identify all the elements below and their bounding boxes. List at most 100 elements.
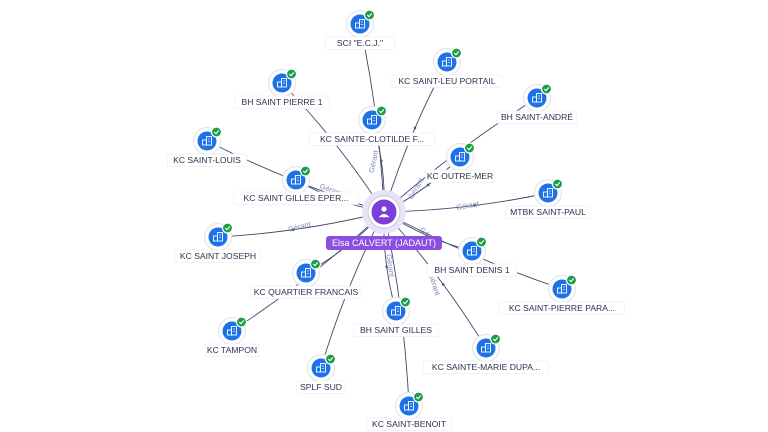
check-badge-icon	[551, 178, 564, 190]
check-mark-icon	[327, 357, 334, 362]
check-mark-icon	[402, 300, 409, 305]
check-mark-icon	[224, 226, 231, 231]
check-mark-icon	[415, 395, 422, 400]
node-label: KC SAINTE-CLOTILDE F...	[320, 134, 424, 144]
edge-arrow	[380, 159, 383, 163]
company-node-bh-saint-pierre-1[interactable]: BH SAINT PIERRE 1	[234, 68, 330, 109]
node-label: KC SAINTE-MARIE DUPA...	[432, 362, 540, 372]
node-label: KC TAMPON	[207, 345, 257, 355]
center-person-node[interactable]: Elsa CALVERT (JADAUT)	[326, 190, 442, 250]
node-label-box	[498, 301, 626, 315]
node-label: MTBK SAINT-PAUL	[510, 207, 586, 217]
node-label-box	[324, 36, 395, 50]
company-node-splf-sud[interactable]: SPLF SUD	[296, 353, 346, 394]
company-node-kc-saint-louis[interactable]: KC SAINT-LOUIS	[166, 126, 248, 167]
node-label-box	[505, 205, 591, 219]
node-label: KC SAINT-LEU PORTAIL	[398, 76, 495, 86]
node-label: KC QUARTIER FRANCAIS	[254, 287, 359, 297]
check-mark-icon	[366, 13, 373, 18]
node-label-box	[424, 169, 495, 183]
building-icon	[532, 93, 542, 103]
company-node-kc-saint-benoit[interactable]: KC SAINT-BENOIT	[366, 391, 452, 431]
building-icon	[481, 343, 491, 353]
check-badge-icon	[489, 333, 502, 345]
company-node-kc-saint-gilles-eper[interactable]: KC SAINT GILLES EPER...	[232, 165, 360, 205]
building-icon	[277, 78, 287, 88]
node-label: KC SAINT GILLES EPER...	[244, 193, 349, 203]
node-label-box	[204, 343, 260, 357]
check-badge-icon	[463, 142, 476, 154]
check-mark-icon	[302, 169, 309, 174]
edge-label: Gérant	[384, 254, 396, 279]
building-icon	[467, 246, 477, 256]
check-mark-icon	[213, 130, 220, 135]
building-icon	[355, 19, 365, 29]
node-label-box	[426, 263, 518, 277]
company-node-kc-saint-pierre-para[interactable]: KC SAINT-PIERRE PARA...	[498, 274, 626, 315]
company-node-bh-saint-gilles[interactable]: BH SAINT GILLES	[353, 296, 439, 337]
edge-arrow	[385, 265, 388, 269]
check-mark-icon	[478, 240, 485, 245]
check-badge-icon	[324, 353, 337, 365]
check-mark-icon	[238, 320, 245, 325]
building-icon	[391, 306, 401, 316]
node-label-box	[296, 380, 346, 394]
node-label: KC SAINT-BENOIT	[372, 419, 447, 429]
check-badge-icon	[221, 222, 234, 234]
node-label-box	[391, 74, 503, 88]
edge-label: Gérant	[287, 219, 312, 234]
node-label: SPLF SUD	[300, 382, 342, 392]
company-node-kc-sainte-marie-dupa[interactable]: KC SAINTE-MARIE DUPA...	[422, 333, 550, 374]
check-mark-icon	[543, 87, 550, 92]
building-icon	[455, 152, 465, 162]
check-badge-icon	[363, 9, 376, 21]
company-node-kc-sainte-clotilde[interactable]: KC SAINTE-CLOTILDE F...	[308, 105, 436, 146]
center-label-box	[326, 236, 442, 250]
building-icon	[213, 232, 223, 242]
node-label-box	[175, 249, 261, 263]
node-label-box	[496, 110, 578, 124]
edge-label: Gérant	[367, 148, 381, 173]
company-node-mtbk-saint-paul[interactable]: MTBK SAINT-PAUL	[505, 178, 591, 219]
building-icon	[202, 136, 212, 146]
person-icon	[378, 206, 390, 218]
company-node-bh-saint-andre[interactable]: BH SAINT-ANDRÉ	[496, 83, 578, 124]
building-icon	[291, 175, 301, 185]
company-node-kc-saint-leu-portail[interactable]: KC SAINT-LEU PORTAIL	[391, 47, 503, 88]
check-badge-icon	[475, 236, 488, 248]
node-label: KC SAINT-PIERRE PARA...	[509, 303, 615, 313]
node-label: BH SAINT PIERRE 1	[241, 97, 322, 107]
building-icon	[404, 401, 414, 411]
check-badge-icon	[450, 47, 463, 59]
check-badge-icon	[299, 165, 312, 177]
node-label-box	[250, 285, 362, 299]
center-label: Elsa CALVERT (JADAUT)	[332, 238, 436, 248]
company-node-kc-saint-joseph[interactable]: KC SAINT JOSEPH	[175, 222, 261, 263]
check-badge-icon	[412, 391, 425, 403]
node-label-box	[366, 417, 452, 431]
node-label-box	[353, 323, 439, 337]
check-mark-icon	[492, 337, 499, 342]
company-node-kc-outre-mer[interactable]: KC OUTRE-MER	[424, 142, 495, 183]
check-badge-icon	[285, 68, 298, 80]
check-mark-icon	[466, 146, 473, 151]
edge-arrow	[426, 183, 430, 187]
building-icon	[301, 268, 311, 278]
building-icon	[367, 115, 377, 125]
node-label: BH SAINT GILLES	[360, 325, 432, 335]
company-node-kc-tampon[interactable]: KC TAMPON	[204, 316, 260, 357]
check-badge-icon	[309, 258, 322, 270]
check-badge-icon	[375, 105, 388, 117]
edge-arrow	[291, 228, 295, 231]
check-badge-icon	[210, 126, 223, 138]
check-mark-icon	[312, 262, 319, 267]
check-mark-icon	[554, 182, 561, 187]
edge-arrow	[473, 204, 476, 207]
edge-arrow	[441, 283, 445, 286]
company-node-bh-saint-denis-1[interactable]: BH SAINT DENIS 1	[426, 236, 518, 277]
company-node-kc-quartier-francais[interactable]: KC QUARTIER FRANCAIS	[250, 258, 362, 299]
company-node-sci-ecj[interactable]: SCI "E.C.J."	[324, 9, 395, 50]
edge-arrow	[413, 126, 417, 130]
check-badge-icon	[540, 83, 553, 95]
